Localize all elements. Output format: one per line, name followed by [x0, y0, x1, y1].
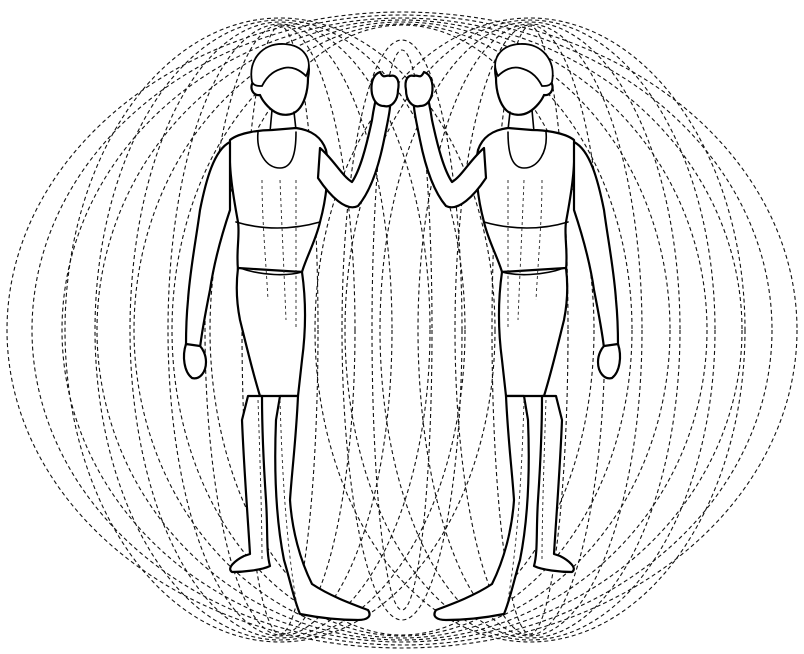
- right-figure: [405, 44, 620, 620]
- energy-field-lines: [7, 12, 797, 648]
- left-figure: [184, 44, 399, 620]
